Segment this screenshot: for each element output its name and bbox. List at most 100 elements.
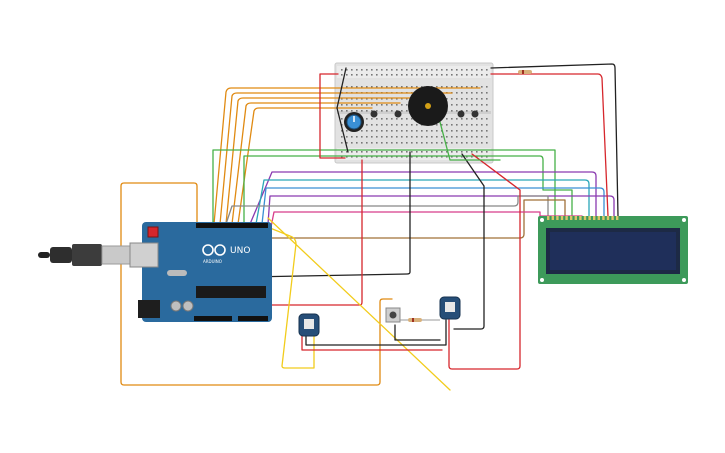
- breadboard-hole: [346, 86, 348, 88]
- breadboard-hole: [471, 74, 473, 76]
- lcd-mount-hole-3: [540, 278, 544, 282]
- breadboard-hole: [341, 136, 343, 138]
- breadboard-hole: [386, 151, 388, 153]
- breadboard-hole: [451, 142, 453, 144]
- wire-orange-5[interactable]: [237, 107, 373, 225]
- breadboard-hole: [471, 104, 473, 106]
- breadboard-hole: [481, 156, 483, 158]
- breadboard-hole: [446, 156, 448, 158]
- wire-green-buzzer[interactable]: [439, 121, 501, 161]
- breadboard-hole: [376, 151, 378, 153]
- breadboard-hole: [341, 98, 343, 100]
- breadboard-hole: [461, 130, 463, 132]
- wire-orange-1[interactable]: [213, 87, 481, 225]
- wire-teal-lcd[interactable]: [255, 179, 590, 225]
- wire-yellow-1[interactable]: [267, 217, 451, 391]
- breadboard-hole: [386, 74, 388, 76]
- wire-yellow-2[interactable]: [259, 223, 315, 369]
- resistor-bottom[interactable]: [400, 318, 440, 322]
- wire-pink-lcd[interactable]: [269, 211, 583, 233]
- wire-black-bb-left[interactable]: [336, 67, 349, 153]
- breadboard-hole: [456, 130, 458, 132]
- breadboard-hole: [396, 142, 398, 144]
- wire-black-sensor-bus[interactable]: [305, 319, 447, 346]
- breadboard-hole: [346, 151, 348, 153]
- arduino-uno[interactable]: UNO ARDUINO: [38, 222, 272, 322]
- breadboard-hole: [366, 136, 368, 138]
- breadboard-hole: [456, 74, 458, 76]
- breadboard-hole: [476, 98, 478, 100]
- breadboard-hole: [451, 124, 453, 126]
- breadboard-hole: [431, 69, 433, 71]
- breadboard-hole: [341, 110, 343, 112]
- wire-red-sensor-bus[interactable]: [301, 335, 443, 351]
- tactile-pushbutton[interactable]: [385, 307, 401, 323]
- wire-purple-lcd[interactable]: [249, 171, 597, 225]
- lcd-display[interactable]: [538, 216, 688, 284]
- wire-orange-2[interactable]: [219, 92, 453, 225]
- breadboard-hole: [396, 104, 398, 106]
- breadboard-hole: [426, 74, 428, 76]
- breadboard-hole: [466, 98, 468, 100]
- wire-green-lcd-2[interactable]: [243, 155, 573, 225]
- breadboard-hole: [486, 118, 488, 120]
- capacitor-2: [182, 300, 194, 312]
- wire-green-lcd[interactable]: [212, 149, 556, 225]
- wire-orange-3[interactable]: [225, 97, 441, 225]
- breadboard-hole: [341, 142, 343, 144]
- breadboard-hole: [426, 136, 428, 138]
- breadboard-hole: [426, 151, 428, 153]
- breadboard-hole: [351, 98, 353, 100]
- breadboard-hole: [381, 151, 383, 153]
- breadboard-hole: [421, 130, 423, 132]
- resistor-top[interactable]: [518, 70, 532, 74]
- breadboard-hole: [461, 124, 463, 126]
- breadboard-hole: [406, 136, 408, 138]
- breadboard-hole: [481, 98, 483, 100]
- wire-orange-loop[interactable]: [120, 182, 393, 386]
- breadboard-hole: [466, 74, 468, 76]
- breadboard-hole: [451, 74, 453, 76]
- breadboard-hole: [486, 151, 488, 153]
- lcd-pin: [583, 216, 587, 220]
- wire-black-lcd-power[interactable]: [490, 63, 619, 217]
- breadboard-hole: [416, 124, 418, 126]
- wire-black-gnd[interactable]: [195, 151, 411, 279]
- pushbutton-cap[interactable]: [389, 311, 397, 319]
- potentiometer[interactable]: [344, 112, 364, 132]
- reset-button[interactable]: [147, 226, 159, 238]
- sensor-module-left[interactable]: [298, 313, 320, 337]
- sensor-module-right[interactable]: [439, 296, 461, 320]
- breadboard-hole: [401, 118, 403, 120]
- breadboard-hole: [436, 136, 438, 138]
- wire-black-sensor-right[interactable]: [453, 153, 485, 330]
- breadboard-hole: [461, 74, 463, 76]
- breadboard-hole: [436, 86, 438, 88]
- breadboard-hole: [481, 151, 483, 153]
- wire-black-button[interactable]: [394, 324, 441, 341]
- wire-red-sensor-right[interactable]: [448, 153, 521, 370]
- breadboard-hole: [381, 98, 383, 100]
- pushbutton-4[interactable]: [471, 110, 479, 118]
- wire-purple-lcd-2[interactable]: [267, 195, 615, 225]
- pushbutton-1[interactable]: [370, 110, 378, 118]
- lcd-pin: [616, 216, 619, 220]
- pushbutton-2[interactable]: [394, 110, 402, 118]
- breadboard-hole: [456, 142, 458, 144]
- breadboard-hole: [486, 104, 488, 106]
- piezo-buzzer[interactable]: [408, 86, 448, 126]
- breadboard-hole: [476, 118, 478, 120]
- wire-gray-lcd[interactable]: [225, 195, 549, 225]
- breadboard-hole: [466, 156, 468, 158]
- breadboard-hole: [361, 142, 363, 144]
- breadboard-hole: [376, 104, 378, 106]
- breadboard-hole: [411, 130, 413, 132]
- breadboard-hole: [341, 156, 343, 158]
- wire-red-bb-left[interactable]: [319, 73, 346, 159]
- wire-blue-lcd[interactable]: [261, 187, 605, 225]
- pushbutton-3[interactable]: [457, 110, 465, 118]
- wire-red-lcd-power[interactable]: [490, 73, 609, 217]
- wire-orange-4[interactable]: [231, 102, 401, 225]
- breadboard-hole: [451, 130, 453, 132]
- breadboard-hole: [471, 86, 473, 88]
